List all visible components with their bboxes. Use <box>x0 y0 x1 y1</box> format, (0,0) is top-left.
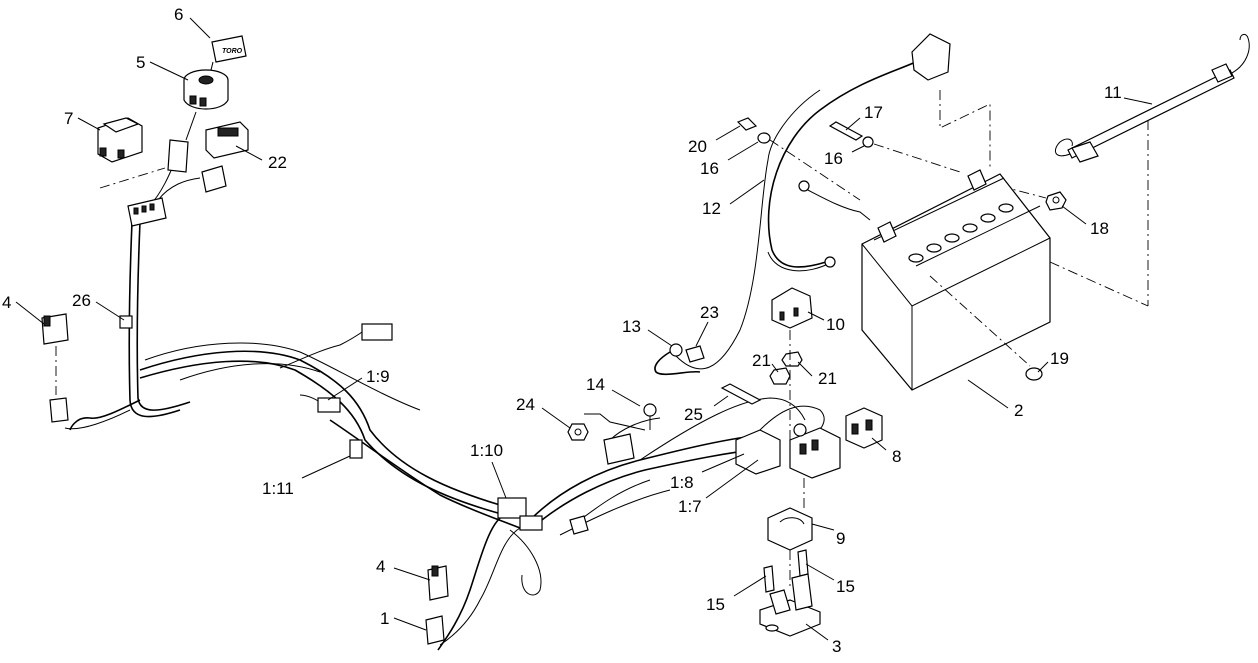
bolt-part-20 <box>736 117 758 131</box>
nut-part-21-left <box>769 367 791 385</box>
nut-part-21-right <box>781 351 803 367</box>
callout-8: 8 <box>892 447 901 466</box>
callout-24: 24 <box>516 395 535 414</box>
callout-22: 22 <box>268 153 287 172</box>
bolt-part-23 <box>685 345 705 363</box>
switch-part-7 <box>97 117 166 189</box>
callout-26: 26 <box>72 291 91 310</box>
solenoid-cluster <box>735 423 841 510</box>
key-part-6: TORO <box>209 35 247 75</box>
callout-23: 23 <box>700 303 719 322</box>
nut-part-24 <box>567 423 589 441</box>
callout-1: 1 <box>380 609 389 628</box>
callout-1-9: 1:9 <box>366 367 390 386</box>
hour-meter-part-22 <box>201 121 249 193</box>
callout-15-left: 15 <box>706 595 725 614</box>
leader-lines <box>15 17 1153 641</box>
callout-4-lower: 4 <box>376 557 385 576</box>
callout-labels: 6 5 7 22 4 26 1:9 1:11 1:10 4 1 14 24 13… <box>2 5 1122 656</box>
washer-part-16-left <box>757 132 771 144</box>
callout-1-8: 1:8 <box>670 473 694 492</box>
callout-1-7: 1:7 <box>678 497 702 516</box>
callout-16-right: 16 <box>824 149 843 168</box>
plug-part-19 <box>1025 367 1043 381</box>
nut-part-18 <box>1045 191 1067 211</box>
screw-part-15-left <box>763 565 775 593</box>
toro-logo: TORO <box>222 48 243 55</box>
switch-part-4-left <box>41 313 69 423</box>
callout-19: 19 <box>1050 349 1069 368</box>
callout-14: 14 <box>586 375 605 394</box>
callout-21-left: 21 <box>752 351 771 370</box>
callout-10: 10 <box>826 315 845 334</box>
ring-terminal-part-14 <box>584 403 657 431</box>
callout-3: 3 <box>832 637 841 656</box>
callout-18: 18 <box>1090 219 1109 238</box>
battery-part-2 <box>861 90 1149 391</box>
callout-16-left: 16 <box>700 159 719 178</box>
switch-part-4-lower <box>427 565 449 601</box>
washer-part-16-right <box>862 136 874 148</box>
callout-7: 7 <box>64 109 73 128</box>
battery-cable-part-12 <box>767 33 951 272</box>
callout-9: 9 <box>836 529 845 548</box>
callout-11: 11 <box>1104 83 1122 102</box>
connector-part-1 <box>425 615 445 645</box>
connector-1-9 <box>317 397 341 413</box>
clip-1-11 <box>349 439 363 459</box>
callout-25: 25 <box>684 405 703 424</box>
solenoid-part-3 <box>759 573 821 637</box>
connector-top <box>361 323 393 341</box>
clip-part-26 <box>119 315 133 329</box>
cable-part-13 <box>654 89 821 376</box>
connector-1-10 <box>497 497 527 519</box>
holddown-part-11 <box>1054 33 1250 306</box>
screw-part-15-right <box>797 549 809 577</box>
bolt-part-25 <box>720 383 762 405</box>
callout-20: 20 <box>688 137 707 156</box>
callout-13: 13 <box>622 317 641 336</box>
callout-12: 12 <box>702 199 721 218</box>
callout-1-11: 1:11 <box>262 479 294 498</box>
callout-2: 2 <box>1014 401 1023 420</box>
callout-1-10: 1:10 <box>470 441 503 460</box>
callout-21-right: 21 <box>818 369 837 388</box>
cover-part-9 <box>767 507 813 590</box>
connector-small <box>569 515 589 535</box>
bolt-part-17 <box>828 121 864 141</box>
callout-17: 17 <box>864 103 883 122</box>
connector-1-10b <box>519 515 543 531</box>
callout-4-left: 4 <box>2 293 11 312</box>
connector-part-14-area <box>603 433 635 465</box>
ignition-switch-part-5 <box>167 69 229 173</box>
callout-15-right: 15 <box>836 577 855 596</box>
callout-5: 5 <box>136 53 145 72</box>
boot-part-10 <box>771 287 813 329</box>
harness-connector <box>127 197 167 227</box>
callout-6: 6 <box>174 5 183 24</box>
relay-part-8 <box>845 407 883 449</box>
